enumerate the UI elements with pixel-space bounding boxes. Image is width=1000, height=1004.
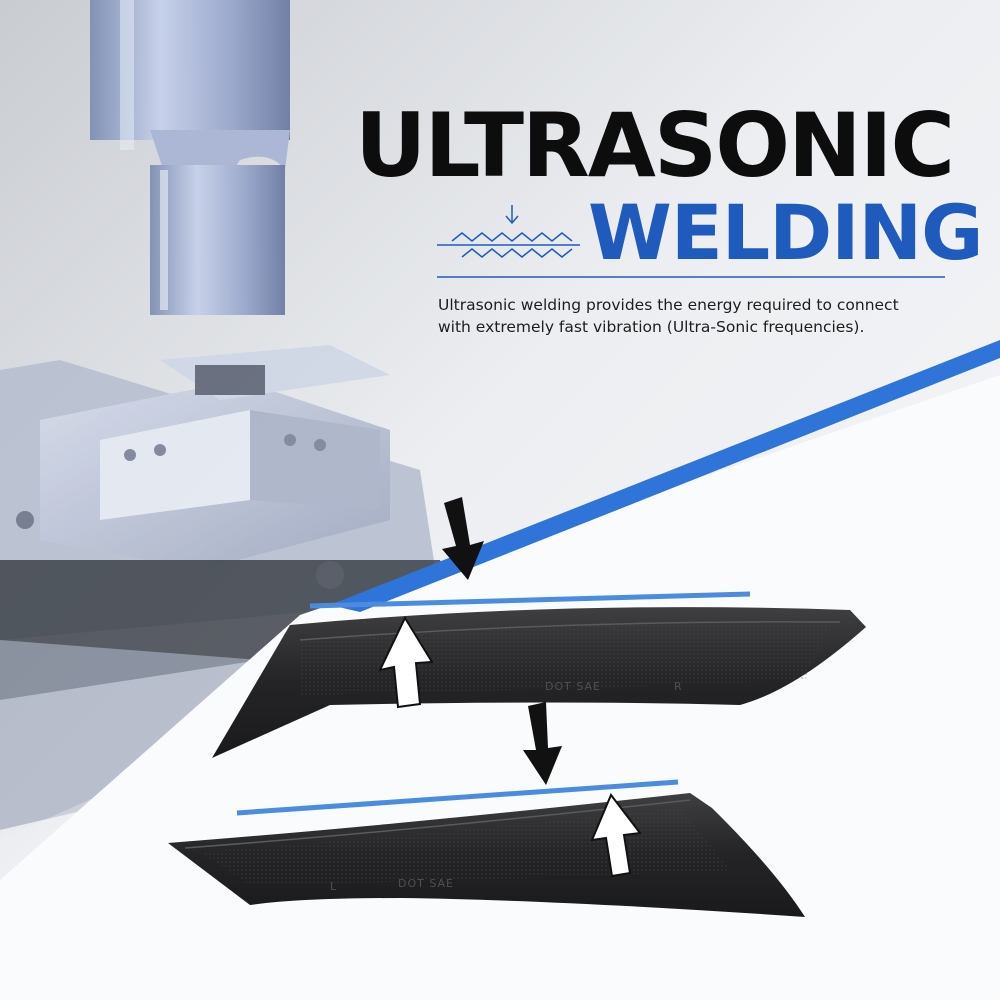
description-text: Ultrasonic welding provides the energy r…: [438, 296, 899, 336]
lower-lens-side-mark: L: [330, 880, 337, 893]
blue-stripe: [330, 340, 1000, 612]
headline-ultrasonic: ULTRASONIC: [355, 94, 955, 197]
upper-lens-side-mark: R: [674, 680, 683, 693]
wave-weld-icon: [437, 205, 580, 258]
down-arrow-icon: [523, 702, 562, 785]
upper-contact-line: [309, 591, 751, 609]
down-arrow-icon: [442, 497, 484, 580]
lower-contact-line: [236, 779, 679, 816]
upper-lens-stamp: DOT SAE: [545, 680, 601, 693]
lower-lens-stamp: DOT SAE: [398, 877, 454, 890]
up-arrow-icon: [378, 615, 434, 709]
welding-fixture: [0, 345, 660, 830]
upper-marker-lens: DOT SAE R: [212, 607, 866, 758]
welding-horn: [90, 0, 290, 315]
up-arrow-icon: [590, 793, 642, 878]
headline-welding: WELDING: [588, 188, 984, 277]
